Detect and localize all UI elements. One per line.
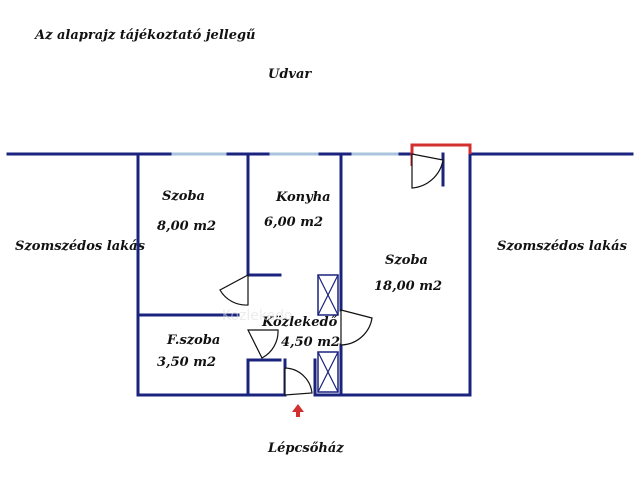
courtyard-label: Udvar (268, 67, 312, 82)
neighbor-left-label: Szomszédos lakás (15, 239, 146, 254)
shaft-lower (317, 351, 339, 393)
room-name: Közlekedő (261, 315, 338, 330)
disclaimer-text: Az alaprajz tájékoztató jellegű (33, 28, 256, 43)
door-main-room-icon (411, 153, 444, 189)
room-area: 4,50 m2 (281, 335, 340, 350)
room-name: Szoba (162, 189, 205, 204)
room-area: 8,00 m2 (157, 219, 216, 234)
door-entrance-icon (284, 367, 313, 396)
room-name: F.szoba (166, 333, 220, 348)
neighbor-right-label: Szomszédos lakás (497, 239, 628, 254)
watermark-text: Kozlekedo (222, 308, 293, 324)
room-name: Konyha (275, 190, 331, 205)
stairwell-label: Lépcsőház (267, 441, 344, 456)
room-area: 6,00 m2 (264, 215, 323, 230)
room-name: Szoba (385, 253, 428, 268)
door-swings (219, 153, 444, 396)
room-area: 18,00 m2 (374, 279, 442, 294)
door-room1-icon (219, 273, 249, 306)
door-bath-icon (247, 329, 279, 359)
shaft-upper (317, 274, 339, 316)
door-big-room-icon (340, 309, 373, 346)
entrance-arrow-icon (292, 404, 304, 417)
room-area: 3,50 m2 (157, 355, 216, 370)
walls (6, 152, 634, 397)
